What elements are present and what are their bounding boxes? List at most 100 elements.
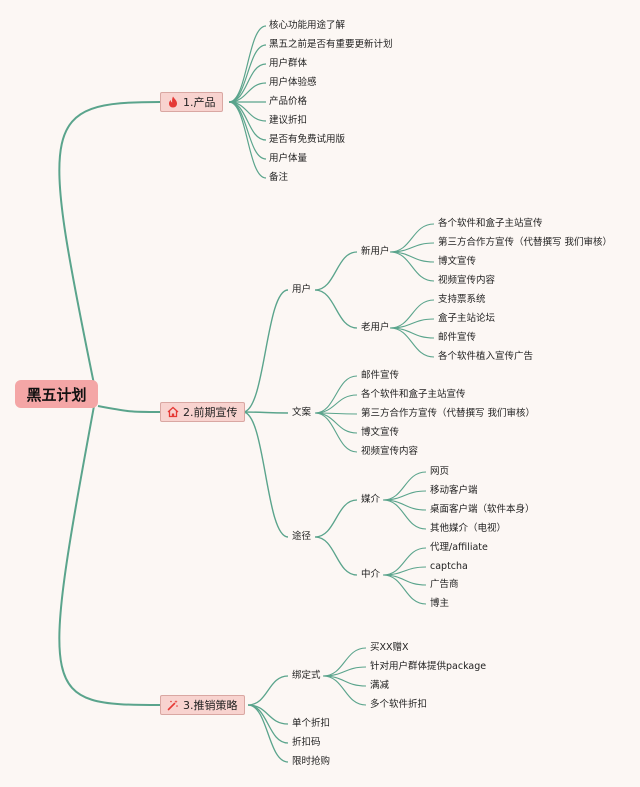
new-user-item[interactable]: 博文宣传 xyxy=(438,256,476,268)
sales-item[interactable]: 限时抢购 xyxy=(292,756,330,768)
item-label: 文案 xyxy=(292,407,312,418)
item-label: 代理/affiliate xyxy=(430,542,488,553)
item-label: 用户群体 xyxy=(269,58,308,69)
connector xyxy=(228,44,267,103)
item-label: 网页 xyxy=(430,466,450,477)
house-icon xyxy=(167,406,179,418)
channel-intermediary[interactable]: 中介 xyxy=(361,569,380,581)
branch-label: 2.前期宣传 xyxy=(183,406,238,419)
connector xyxy=(228,101,267,160)
item-label: 折扣码 xyxy=(292,737,321,748)
connector xyxy=(314,536,358,576)
item-label: 满减 xyxy=(370,680,390,691)
new-user-item[interactable]: 第三方合作方宣传（代替撰写 我们审核） xyxy=(438,237,612,249)
item-label: 是否有免费试用版 xyxy=(269,134,346,145)
media-item[interactable]: 网页 xyxy=(430,466,449,478)
connector xyxy=(242,411,289,538)
media-item[interactable]: 移动客户端 xyxy=(430,485,478,497)
new-user-item[interactable]: 视频宣传内容 xyxy=(438,275,495,287)
channel-media[interactable]: 媒介 xyxy=(361,494,380,506)
old-user-item[interactable]: 各个软件植入宣传广告 xyxy=(438,351,533,363)
connector xyxy=(314,499,358,538)
old-user-item[interactable]: 支持票系统 xyxy=(438,294,486,306)
product-item[interactable]: 用户体验感 xyxy=(269,77,317,89)
promo-channels[interactable]: 途径 xyxy=(292,531,311,543)
sales-bundle[interactable]: 绑定式 xyxy=(292,670,321,682)
old-user-item[interactable]: 邮件宣传 xyxy=(438,332,476,344)
item-label: 第三方合作方宣传（代替撰写 我们审核） xyxy=(438,237,613,248)
bundle-item[interactable]: 针对用户群体提供package xyxy=(370,661,486,673)
item-label: 邮件宣传 xyxy=(361,370,400,381)
item-label: 新用户 xyxy=(361,246,390,257)
item-label: 各个软件和盒子主站宣传 xyxy=(361,389,466,400)
branch-label: 3.推销策略 xyxy=(183,699,238,712)
intermediary-item[interactable]: 广告商 xyxy=(430,579,459,591)
item-label: 针对用户群体提供package xyxy=(370,661,487,672)
item-label: 博主 xyxy=(430,598,450,609)
users-existing[interactable]: 老用户 xyxy=(361,322,390,334)
connector xyxy=(228,101,267,179)
old-user-item[interactable]: 盒子主站论坛 xyxy=(438,313,495,325)
root-node[interactable]: 黑五计划 xyxy=(15,380,98,408)
copy-item[interactable]: 第三方合作方宣传（代替撰写 我们审核） xyxy=(361,408,535,420)
users-new[interactable]: 新用户 xyxy=(361,246,390,258)
item-label: 老用户 xyxy=(361,322,390,333)
magic-wand-icon xyxy=(167,700,178,711)
copy-item[interactable]: 视频宣传内容 xyxy=(361,446,418,458)
item-label: 用户 xyxy=(292,284,312,295)
product-item[interactable]: 产品价格 xyxy=(269,96,307,108)
item-label: 黑五之前是否有重要更新计划 xyxy=(269,39,393,50)
product-item[interactable]: 核心功能用途了解 xyxy=(269,20,345,32)
intermediary-item[interactable]: 博主 xyxy=(430,598,449,610)
sales-item[interactable]: 单个折扣 xyxy=(292,718,330,730)
copy-item[interactable]: 博文宣传 xyxy=(361,427,399,439)
root-connector xyxy=(58,101,161,385)
root-label: 黑五计划 xyxy=(26,385,87,404)
promo-copywriting[interactable]: 文案 xyxy=(292,407,311,419)
product-item[interactable]: 用户群体 xyxy=(269,58,307,70)
promo-users[interactable]: 用户 xyxy=(292,284,311,296)
sales-item[interactable]: 折扣码 xyxy=(292,737,321,749)
connector xyxy=(314,375,358,414)
item-label: 限时抢购 xyxy=(292,756,331,767)
branch-product[interactable]: 1.产品 xyxy=(160,92,223,112)
item-label: 产品价格 xyxy=(269,96,308,107)
product-item[interactable]: 备注 xyxy=(269,172,288,184)
item-label: 备注 xyxy=(269,172,289,183)
product-item[interactable]: 用户体量 xyxy=(269,153,307,165)
product-item[interactable]: 黑五之前是否有重要更新计划 xyxy=(269,39,393,51)
connector xyxy=(228,101,267,141)
item-label: 广告商 xyxy=(430,579,459,590)
branch-sales[interactable]: 3.推销策略 xyxy=(160,695,245,715)
item-label: 博文宣传 xyxy=(361,427,400,438)
branch-promo[interactable]: 2.前期宣传 xyxy=(160,402,245,422)
item-label: 多个软件折扣 xyxy=(370,699,428,710)
bundle-item[interactable]: 多个软件折扣 xyxy=(370,699,427,711)
item-label: 移动客户端 xyxy=(430,485,478,496)
bundle-item[interactable]: 买XX赠X xyxy=(370,642,409,654)
product-item[interactable]: 是否有免费试用版 xyxy=(269,134,345,146)
item-label: 绑定式 xyxy=(292,670,321,681)
connector xyxy=(322,675,367,706)
item-label: captcha xyxy=(430,561,468,572)
media-item[interactable]: 桌面客户端（软件本身） xyxy=(430,504,535,516)
copy-item[interactable]: 邮件宣传 xyxy=(361,370,399,382)
item-label: 视频宣传内容 xyxy=(438,275,496,286)
item-label: 中介 xyxy=(361,569,381,580)
media-item[interactable]: 其他媒介（电视） xyxy=(430,523,506,535)
bundle-item[interactable]: 满减 xyxy=(370,680,389,692)
connector xyxy=(247,704,289,725)
intermediary-item[interactable]: captcha xyxy=(430,561,468,573)
connector xyxy=(382,574,427,605)
item-label: 盒子主站论坛 xyxy=(438,313,496,324)
copy-item[interactable]: 各个软件和盒子主站宣传 xyxy=(361,389,466,401)
connector xyxy=(314,289,358,329)
connector xyxy=(228,63,267,103)
new-user-item[interactable]: 各个软件和盒子主站宣传 xyxy=(438,218,543,230)
connector xyxy=(247,704,289,763)
intermediary-item[interactable]: 代理/affiliate xyxy=(430,542,488,554)
product-item[interactable]: 建议折扣 xyxy=(269,115,307,127)
connector xyxy=(314,251,358,291)
item-label: 买XX赠X xyxy=(370,642,409,653)
